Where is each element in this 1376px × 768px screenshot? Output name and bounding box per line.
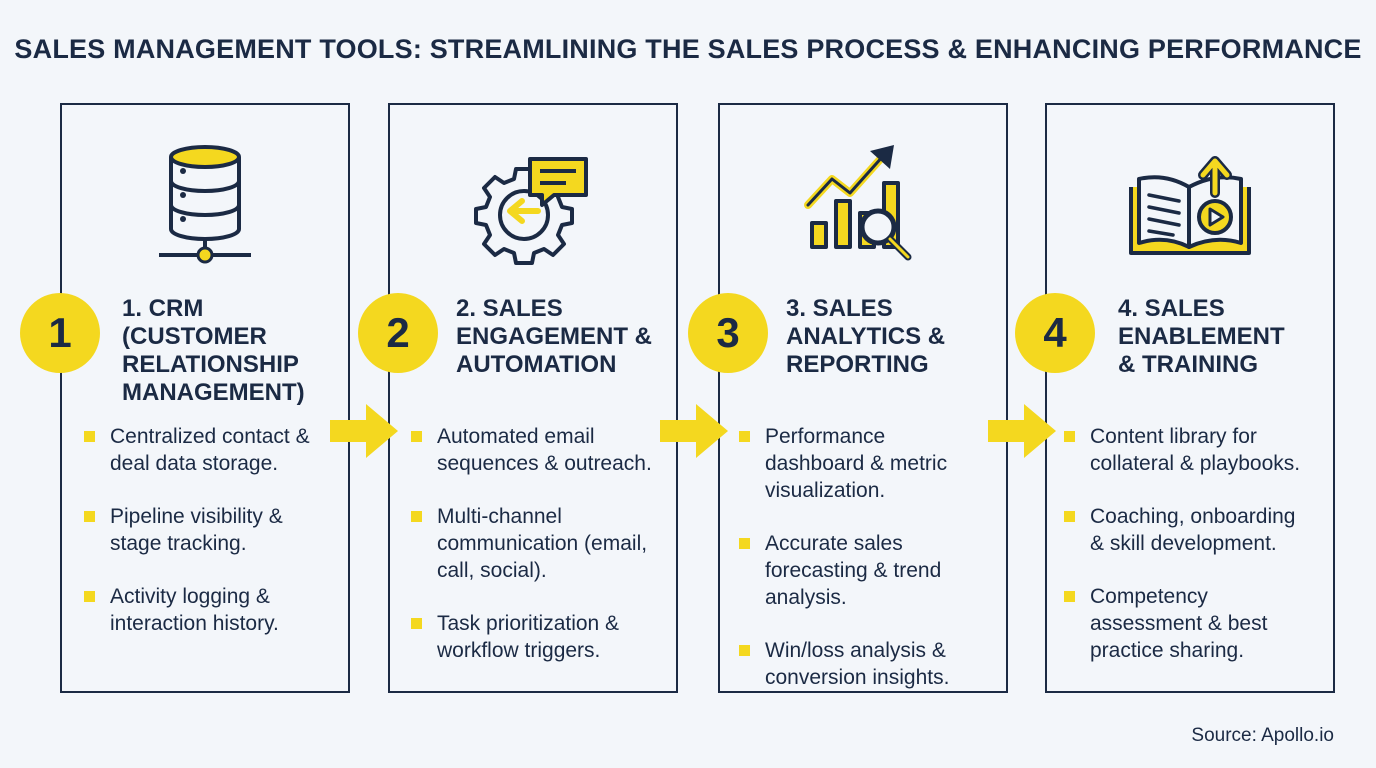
panel-heading: 1. CRM (CUSTOMER RELATIONSHIP MANAGEMENT… [122, 295, 305, 406]
bullet-square-icon [411, 431, 422, 442]
panel-analytics: 3 3. SALES ANALYTICS & REPORTING Perform… [688, 103, 1008, 693]
bullet-square-icon [84, 431, 95, 442]
list-item: Accurate sales forecasting & trend analy… [737, 530, 949, 611]
list-item: Activity logging & interaction history. [82, 583, 310, 637]
list-item: Coaching, onboarding & skill development… [1062, 503, 1300, 557]
step-number-badge: 4 [1015, 293, 1095, 373]
bullet-square-icon [739, 431, 750, 442]
panel-engagement: 2 2. SALES ENGAGEMENT & AUTOMATION Autom… [358, 103, 678, 693]
bullet-square-icon [84, 591, 95, 602]
database-icon [62, 143, 348, 268]
bullet-square-icon [1064, 511, 1075, 522]
step-number-badge: 3 [688, 293, 768, 373]
list-item: Centralized contact & deal data storage. [82, 423, 310, 477]
step-number-badge: 2 [358, 293, 438, 373]
arrow-right-icon [660, 404, 728, 458]
list-item: Performance dashboard & metric visualiza… [737, 423, 949, 504]
bullet-square-icon [84, 511, 95, 522]
panel-heading: 4. SALES ENABLEMENT & TRAINING [1118, 295, 1285, 378]
bullet-square-icon [739, 645, 750, 656]
bullet-square-icon [411, 618, 422, 629]
list-item: Automated email sequences & outreach. [409, 423, 652, 477]
list-item: Win/loss analysis & conversion insights. [737, 637, 949, 691]
arrow-right-icon [330, 404, 398, 458]
bullet-square-icon [411, 511, 422, 522]
list-item: Multi-channel communication (email, call… [409, 503, 652, 584]
list-item: Pipeline visibility & stage tracking. [82, 503, 310, 557]
list-item: Task prioritization & workflow triggers. [409, 610, 652, 664]
bullet-square-icon [739, 538, 750, 549]
bullet-list: Centralized contact & deal data storage.… [82, 423, 310, 663]
panel-heading: 3. SALES ANALYTICS & REPORTING [786, 295, 946, 378]
gear-chat-icon [390, 143, 676, 268]
page-title: SALES MANAGEMENT TOOLS: STREAMLINING THE… [14, 34, 1362, 64]
bullet-square-icon [1064, 431, 1075, 442]
step-number-badge: 1 [20, 293, 100, 373]
list-item: Content library for collateral & playboo… [1062, 423, 1300, 477]
bullet-list: Performance dashboard & metric visualiza… [737, 423, 949, 717]
source-credit: Source: Apollo.io [1191, 725, 1334, 746]
bullet-list: Content library for collateral & playboo… [1062, 423, 1300, 690]
panel-crm: 1 1. CRM (CUSTOMER RELATIONSHIP MANAGEME… [20, 103, 350, 693]
panel-enablement: 4 4. SALES ENABLEMENT & TRAINING Content… [1015, 103, 1335, 693]
bullet-list: Automated email sequences & outreach. Mu… [409, 423, 652, 690]
book-video-icon [1047, 143, 1333, 268]
panel-heading: 2. SALES ENGAGEMENT & AUTOMATION [456, 295, 653, 378]
list-item: Competency assessment & best practice sh… [1062, 583, 1300, 664]
arrow-right-icon [988, 404, 1056, 458]
bullet-square-icon [1064, 591, 1075, 602]
analytics-chart-icon [720, 143, 1006, 268]
